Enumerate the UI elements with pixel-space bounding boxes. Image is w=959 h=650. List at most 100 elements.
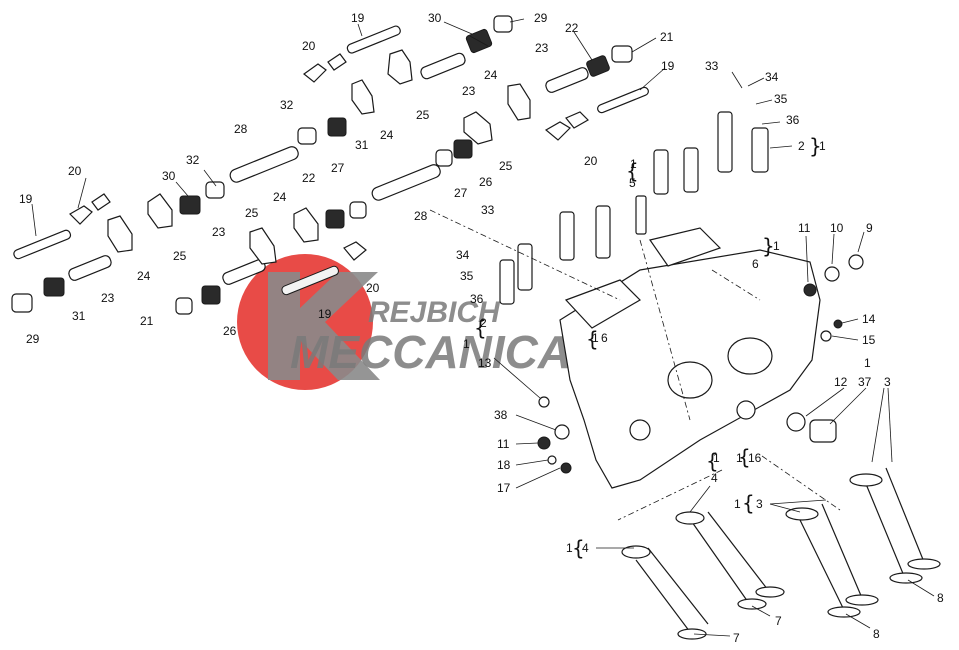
callout-26: 26 xyxy=(223,324,237,338)
callout-3: 3 xyxy=(756,497,763,511)
tappet-lower-2 xyxy=(499,259,515,305)
valve-7-d xyxy=(707,511,769,591)
callout-36: 36 xyxy=(786,113,800,127)
callout-7: 7 xyxy=(733,631,740,645)
callout-29: 29 xyxy=(26,332,40,346)
spring-30-top xyxy=(465,28,493,54)
valve-7-c xyxy=(691,521,749,603)
valve-keepers-4b xyxy=(675,511,705,525)
callout-11: 11 xyxy=(497,437,510,451)
valve-spring-3b xyxy=(849,473,883,487)
plug-11-left xyxy=(537,436,551,450)
callout-labels: 19 30 29 22 21 20 23 19 33 34 24 23 35 3… xyxy=(19,11,944,645)
valves-group xyxy=(621,467,941,640)
head-boss-left xyxy=(629,419,651,441)
head-port-2 xyxy=(727,337,773,375)
callout-30: 30 xyxy=(428,11,442,25)
rocker-24-top xyxy=(351,79,375,115)
washer-18 xyxy=(547,455,557,465)
shaft-23-lower xyxy=(68,255,112,281)
rocker-25-middle xyxy=(147,193,173,229)
lower-shaft-row xyxy=(11,193,367,315)
callout-2: 2 xyxy=(480,316,487,330)
callout-19: 19 xyxy=(351,11,365,25)
callout-22: 22 xyxy=(302,171,316,185)
brace-7: { xyxy=(742,491,755,515)
oring-10 xyxy=(824,266,840,282)
bushing-21-top xyxy=(611,45,633,63)
brace-2: } xyxy=(762,234,775,258)
rocker-20-top xyxy=(303,53,347,83)
bushing-29-lower xyxy=(11,293,33,313)
tappet-top-2 xyxy=(683,147,699,193)
callout-34: 34 xyxy=(765,70,779,84)
callout-23: 23 xyxy=(462,84,476,98)
callout-1: 1 xyxy=(864,356,871,370)
bushing-29-top xyxy=(493,15,513,33)
tappet-mid-1 xyxy=(559,211,575,261)
callout-33: 33 xyxy=(481,203,495,217)
callout-19: 19 xyxy=(19,192,33,206)
brace-4: { xyxy=(586,327,599,351)
valve-7-a xyxy=(635,559,691,633)
bushing-27-middle xyxy=(349,201,367,219)
washer-15 xyxy=(820,330,832,342)
callout-23: 23 xyxy=(101,291,115,305)
stud-5 xyxy=(635,195,647,235)
callout-18: 18 xyxy=(497,458,511,472)
callout-5: 5 xyxy=(629,176,636,190)
callout-1: 1 xyxy=(713,451,720,465)
spring-31-middle xyxy=(327,117,347,137)
rocker-20-right xyxy=(544,111,589,141)
callout-27: 27 xyxy=(331,161,345,175)
callout-1: 1 xyxy=(630,157,637,171)
callout-25: 25 xyxy=(173,249,187,263)
shaft-28-middle xyxy=(229,146,299,183)
spring-30-middle xyxy=(179,195,201,215)
screw-17 xyxy=(560,462,572,474)
middle-shaft-row xyxy=(147,117,473,243)
bushing-32-middle xyxy=(297,127,317,145)
callout-7: 7 xyxy=(775,614,782,628)
callout-25: 25 xyxy=(245,206,259,220)
valve-keepers-4a xyxy=(621,545,651,559)
callout-1: 1 xyxy=(734,497,741,511)
callout-1: 1 xyxy=(566,541,573,555)
callout-12: 12 xyxy=(834,375,848,389)
valve-7-b xyxy=(647,547,709,625)
callout-21: 21 xyxy=(660,30,674,44)
callout-1: 1 xyxy=(773,239,780,253)
callout-1: 1 xyxy=(736,451,743,465)
callout-22: 22 xyxy=(565,21,579,35)
callout-1: 1 xyxy=(463,337,470,351)
callout-34: 34 xyxy=(456,248,470,262)
plug-9 xyxy=(848,254,864,270)
tappet-mid-2 xyxy=(595,205,611,259)
callout-8: 8 xyxy=(873,627,880,641)
rocker-24-lower xyxy=(107,215,133,253)
head-boss-right xyxy=(736,400,756,420)
callout-32: 32 xyxy=(186,153,200,167)
callout-6: 6 xyxy=(752,257,759,271)
callout-27: 27 xyxy=(454,186,468,200)
valve-8-d xyxy=(885,467,925,563)
callout-20: 20 xyxy=(366,281,380,295)
shaft-19-lower-red xyxy=(281,265,339,296)
tappet-top-1 xyxy=(653,149,669,195)
callout-38: 38 xyxy=(494,408,508,422)
callout-11: 11 xyxy=(798,221,811,235)
callout-33: 33 xyxy=(705,59,719,73)
rocker-25-top xyxy=(387,49,413,85)
watermark-logo: REJBICH MECCANICA xyxy=(237,254,571,390)
rocker-25-right xyxy=(463,111,493,145)
callout-4: 4 xyxy=(582,541,589,555)
callout-28: 28 xyxy=(234,122,248,136)
tappet-top-3 xyxy=(717,111,733,173)
callout-35: 35 xyxy=(460,269,474,283)
callout-32: 32 xyxy=(280,98,294,112)
callout-3: 3 xyxy=(884,375,891,389)
watermark-k-mark xyxy=(268,272,380,380)
shaft-23-top-right xyxy=(545,67,589,93)
leader-lines xyxy=(31,18,935,637)
rocker-24-right xyxy=(507,83,531,121)
